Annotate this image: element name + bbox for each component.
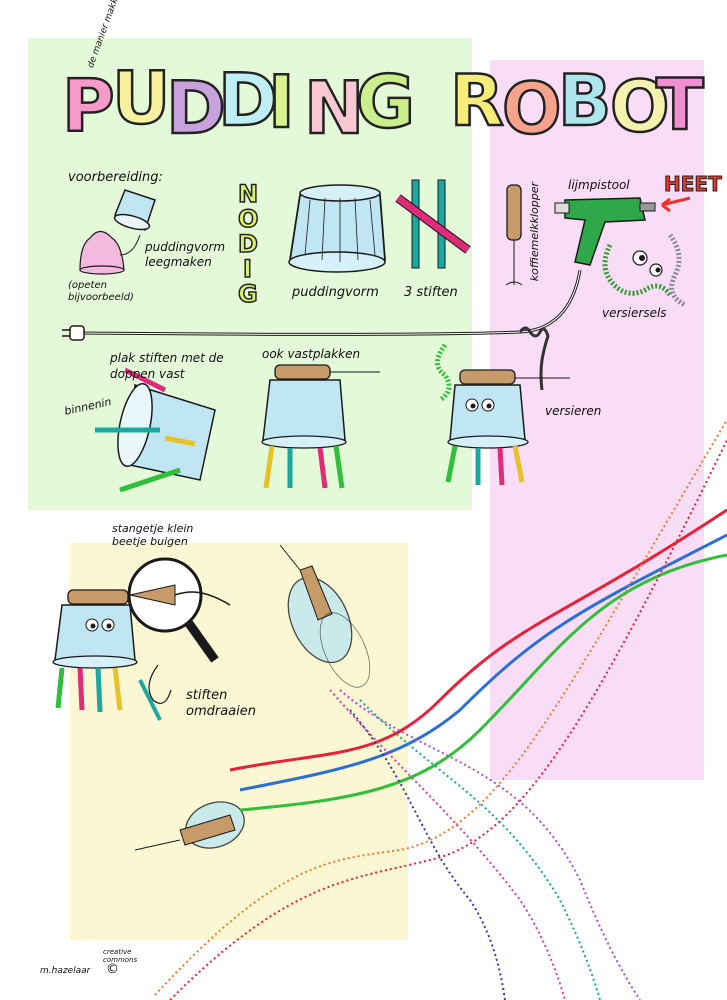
wave-purple: [339, 689, 641, 1000]
step1-cup-icon: [95, 367, 216, 493]
wave-teal: [359, 699, 601, 1000]
step2-robot-icon: [261, 364, 380, 489]
frother-icon: [505, 184, 523, 286]
stiften-label: 3 stiften: [404, 285, 458, 300]
title-letter: T: [655, 64, 705, 146]
wave-darkblue: [349, 709, 506, 1000]
wave-blue: [239, 533, 727, 792]
voorbereiding-label: voorbereiding:: [68, 170, 163, 185]
title-letter: U: [111, 56, 172, 140]
title-letter: D: [165, 66, 227, 150]
opeten-label: (opeten bijvoorbeeld): [68, 280, 134, 303]
step3-robot-icon: [435, 343, 570, 486]
title-letter: R: [449, 60, 505, 142]
versieren-label: versieren: [545, 404, 602, 418]
wave-red: [229, 508, 727, 772]
power-cord-inner: [79, 269, 581, 335]
nodig-letter: N: [237, 179, 259, 209]
magnifier-icon: [127, 557, 231, 663]
title-letter: O: [501, 68, 563, 150]
rotate-arrow-icon: [148, 664, 172, 704]
nodig-letter: I: [242, 254, 252, 284]
cord-coil: [518, 326, 550, 391]
author-label: m.hazelaar: [40, 966, 91, 976]
ook-vastplakken-label: ook vastplakken: [262, 347, 361, 361]
wave-magenta: [329, 689, 566, 1000]
title-letter: D: [217, 58, 279, 142]
pink-panel: [490, 60, 704, 780]
nodig-letter: G: [237, 279, 258, 309]
title-letter: P: [61, 64, 116, 148]
wave-green: [239, 553, 727, 812]
decorations-icon: [602, 233, 687, 308]
arrow-icon: [119, 234, 141, 256]
license-label: creative commons: [103, 948, 138, 964]
title-letter: B: [557, 60, 613, 142]
stiften-omdraaien-label: stiften omdraaien: [186, 688, 256, 719]
heet-arrow: [661, 196, 691, 207]
puddingvorm-icon: [288, 184, 386, 273]
title-letter: I: [267, 60, 296, 144]
moving-robot-icon: [279, 544, 371, 688]
heet-label: HEET: [664, 172, 723, 197]
wave-orange-2: [169, 439, 727, 1000]
copyright-icon: ©: [106, 962, 119, 977]
lijmpistool-label: lijmpistool: [568, 178, 630, 192]
stangetje-label: stangetje klein beetje buigen: [112, 522, 194, 548]
pink-pudding-icon: [79, 230, 125, 275]
title-letter: G: [355, 60, 417, 144]
moving-robot-icon-2: [134, 801, 245, 851]
koffiemelkklopper-label: koffiemelkklopper: [528, 182, 541, 282]
pudding-upside-icon: [113, 189, 156, 232]
glue-gun-icon: [554, 197, 656, 266]
nodig-letter: O: [237, 204, 259, 234]
versiersels-label: versiersels: [602, 306, 667, 320]
title-letter: N: [303, 66, 366, 150]
plak-stiften-label: plak stiften met de doppen vast: [110, 351, 224, 381]
plug-icon: [62, 325, 85, 341]
step4-robot-icon: [52, 589, 162, 721]
pens-icon: [395, 179, 471, 269]
puddingvorm-label: puddingvorm: [292, 285, 379, 300]
puddingvorm-leegmaken-label: puddingvorm leegmaken: [145, 240, 226, 269]
title-letter: O: [609, 66, 671, 148]
nodig-letter: D: [237, 229, 258, 259]
